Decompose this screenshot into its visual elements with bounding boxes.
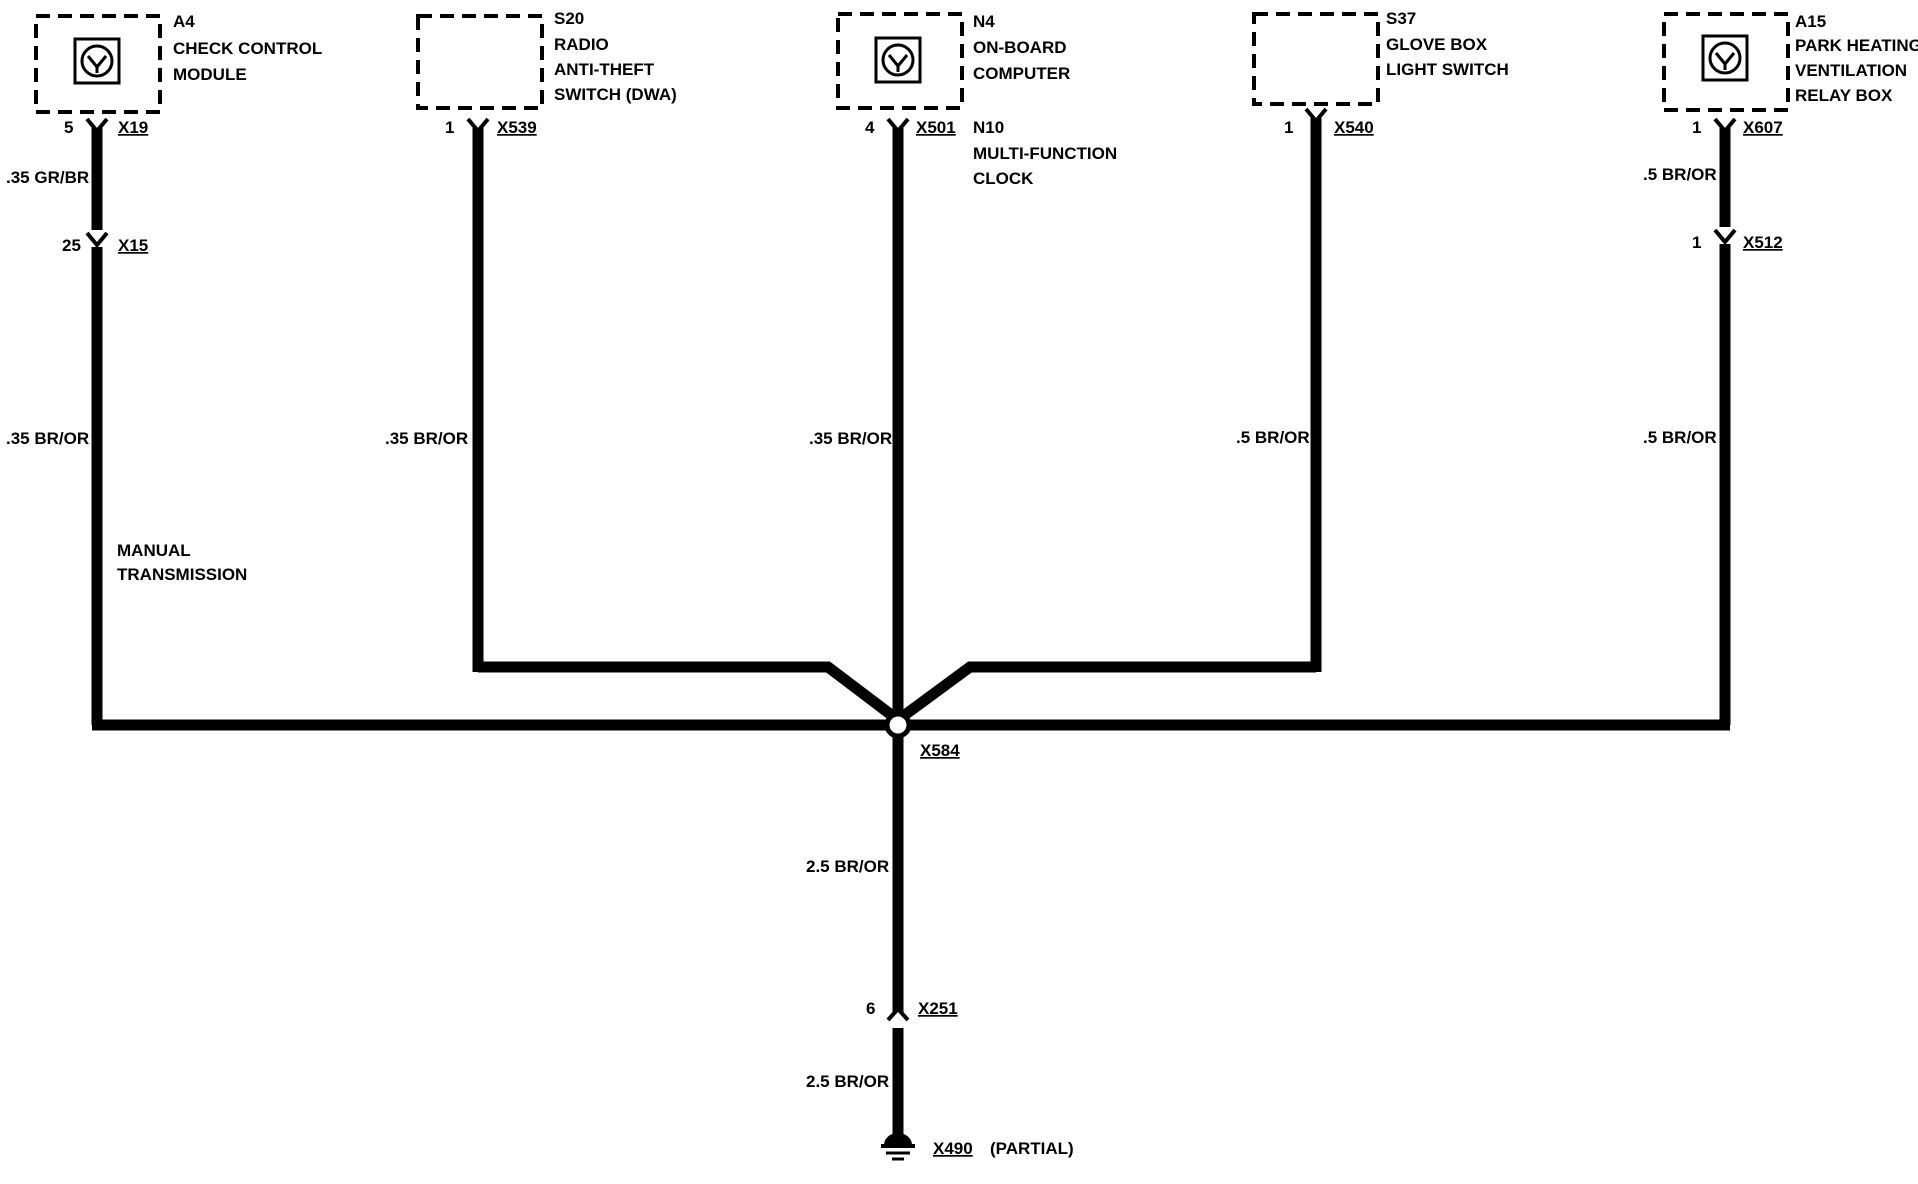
component-n10-label: N10 MULTI-FUNCTION CLOCK — [973, 118, 1117, 188]
connector-x607: 1 X607 — [1692, 117, 1783, 137]
component-a15: A15 PARK HEATING/ VENTILATION RELAY BOX — [1662, 12, 1918, 112]
component-name: COMPUTER — [973, 64, 1070, 83]
connector-label: X501 — [916, 118, 956, 137]
component-name: GLOVE BOX — [1386, 35, 1488, 54]
connector-label: X19 — [118, 118, 148, 137]
connector-x19: 5 X19 — [64, 117, 148, 137]
component-name: CHECK CONTROL — [173, 39, 322, 58]
wire-label: .35 BR/OR — [385, 429, 468, 448]
component-id: N10 — [973, 118, 1004, 137]
component-name: RELAY BOX — [1795, 86, 1893, 105]
connector-x501: 4 X501 — [865, 117, 956, 137]
wire-label: .5 BR/OR — [1236, 428, 1310, 447]
connector-x540: 1 X540 — [1284, 107, 1374, 137]
ground-icon — [881, 1133, 915, 1161]
ecu-icon — [1701, 34, 1749, 82]
wire-label: .35 BR/OR — [6, 429, 89, 448]
component-id: A4 — [173, 12, 195, 31]
note-line: MANUAL — [117, 541, 191, 560]
connector-label: X539 — [497, 118, 537, 137]
connector-x251: 6 X251 — [866, 999, 958, 1022]
ecu-icon — [73, 37, 121, 85]
connector-icon — [886, 117, 910, 133]
pin-number: 25 — [62, 236, 81, 255]
bus-s37-branch — [894, 661, 1316, 725]
component-name: PARK HEATING/ — [1795, 36, 1918, 55]
connector-icon — [1713, 117, 1737, 133]
splice-label: X584 — [920, 741, 960, 760]
component-name: VENTILATION — [1795, 61, 1907, 80]
pin-number: 1 — [1692, 233, 1701, 252]
component-n4: N4 ON-BOARD COMPUTER — [836, 12, 1070, 110]
wire-label: .35 BR/OR — [809, 429, 892, 448]
component-id: N4 — [973, 12, 995, 31]
wire-label: .5 BR/OR — [1643, 165, 1717, 184]
ground-note: (PARTIAL) — [990, 1139, 1074, 1158]
component-s37: S37 GLOVE BOX LIGHT SWITCH — [1252, 9, 1509, 106]
component-id: S37 — [1386, 9, 1416, 28]
component-name: MULTI-FUNCTION — [973, 144, 1117, 163]
connector-x15: 25 X15 — [62, 231, 148, 255]
component-name: MODULE — [173, 65, 247, 84]
pin-number: 5 — [64, 118, 73, 137]
ground-x490: X490 (PARTIAL) — [881, 1133, 1074, 1161]
connector-label: X251 — [918, 999, 958, 1018]
component-a4: A4 CHECK CONTROL MODULE — [34, 12, 322, 114]
connector-label: X607 — [1743, 118, 1783, 137]
connector-icon — [1304, 107, 1328, 123]
pin-number: 6 — [866, 999, 875, 1018]
pin-number: 1 — [1692, 118, 1701, 137]
connector-icon — [466, 117, 490, 133]
ecu-icon — [874, 36, 922, 84]
connector-label: X540 — [1334, 118, 1374, 137]
connector-icon — [85, 231, 109, 247]
component-name: ON-BOARD — [973, 38, 1067, 57]
connector-x539: 1 X539 — [445, 117, 537, 137]
component-id: A15 — [1795, 12, 1826, 31]
wire-label: .35 GR/BR — [6, 168, 89, 187]
component-name: SWITCH (DWA) — [554, 85, 677, 104]
component-name: CLOCK — [973, 169, 1034, 188]
pin-number: 1 — [1284, 118, 1293, 137]
pin-number: 4 — [865, 118, 875, 137]
wire-label: 2.5 BR/OR — [806, 1072, 889, 1091]
note-manual-transmission: MANUAL TRANSMISSION — [117, 541, 247, 584]
component-s20: S20 RADIO ANTI-THEFT SWITCH (DWA) — [416, 9, 677, 110]
connector-icon — [85, 117, 109, 133]
splice-node — [884, 711, 912, 739]
connector-icon — [1713, 228, 1737, 244]
component-id: S20 — [554, 9, 584, 28]
wire-label: .5 BR/OR — [1643, 428, 1717, 447]
component-name: LIGHT SWITCH — [1386, 60, 1509, 79]
note-line: TRANSMISSION — [117, 565, 247, 584]
component-name: ANTI-THEFT — [554, 60, 655, 79]
connector-label: X15 — [118, 236, 148, 255]
connector-label: X512 — [1743, 233, 1783, 252]
wire-label: 2.5 BR/OR — [806, 857, 889, 876]
connector-icon — [886, 1006, 910, 1022]
ground-label: X490 — [933, 1139, 973, 1158]
pin-number: 1 — [445, 118, 454, 137]
connector-x512: 1 X512 — [1692, 228, 1783, 252]
bus-s20-branch — [478, 661, 902, 725]
component-name: RADIO — [554, 35, 609, 54]
